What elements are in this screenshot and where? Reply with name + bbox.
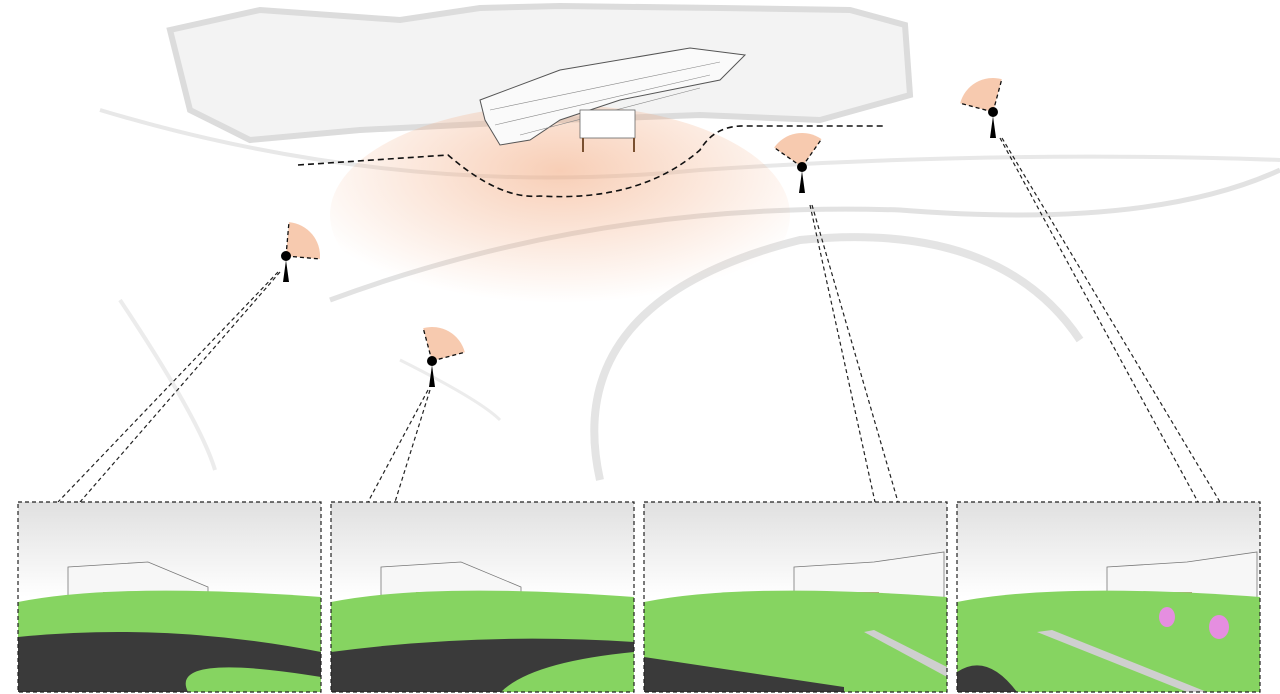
view-panel-frame xyxy=(17,501,322,693)
leader-lines xyxy=(57,137,1221,503)
view-panel-2 xyxy=(330,501,635,693)
camera-position-marker-icon xyxy=(959,77,1003,138)
view-panel-3 xyxy=(643,501,948,693)
view-panel-1 xyxy=(17,501,322,693)
view-panel-frame xyxy=(956,501,1261,693)
road xyxy=(644,657,844,692)
view-cone xyxy=(423,326,465,361)
view-cone xyxy=(774,133,822,167)
view-boundary-line xyxy=(297,125,885,198)
site-model xyxy=(99,2,1280,481)
road xyxy=(18,632,321,692)
road xyxy=(957,665,1017,692)
camera-position-marker-icon xyxy=(422,326,466,387)
view-cone xyxy=(286,222,320,259)
grass-terrain xyxy=(644,590,947,692)
view-panel-frame xyxy=(330,501,635,693)
road xyxy=(331,638,634,692)
building-model xyxy=(479,47,747,152)
grass-terrain xyxy=(957,590,1260,692)
view-panel-4 xyxy=(956,501,1261,693)
view-panel-frame xyxy=(643,501,948,693)
camera-position-marker-icon xyxy=(281,222,320,282)
camera-position-marker-icon xyxy=(773,133,823,193)
view-cone xyxy=(960,77,1002,112)
